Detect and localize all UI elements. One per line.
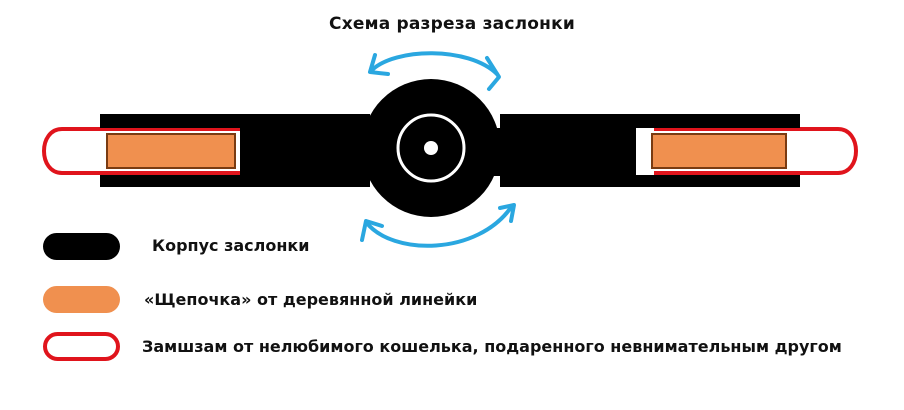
rotation-arrow-bottom-icon <box>360 203 516 248</box>
legend-swatch-body <box>43 233 120 260</box>
diagram-title: Схема разреза заслонки <box>329 14 575 34</box>
axle-ring <box>396 113 466 183</box>
legend-swatch-wood <box>43 286 120 313</box>
right-housing-block <box>490 128 626 176</box>
legend-label-wood: «Щепочка» от деревянной линейки <box>144 290 478 309</box>
legend-swatch-suede <box>43 332 120 361</box>
right-suede-seal <box>654 127 858 175</box>
right-top-rail <box>500 114 800 128</box>
left-top-rail <box>100 114 370 128</box>
left-housing-block <box>250 128 380 176</box>
axle-hole <box>424 141 438 155</box>
left-housing-insert <box>240 128 254 176</box>
right-wood-chip <box>651 133 787 169</box>
legend-label-body: Корпус заслонки <box>152 236 310 255</box>
right-bottom-rail <box>500 175 800 187</box>
legend-label-suede: Замшзам от нелюбимого кошелька, подаренн… <box>142 337 842 356</box>
left-suede-seal <box>42 127 250 175</box>
left-wood-chip <box>106 133 236 169</box>
right-housing-insert <box>622 128 636 176</box>
rotation-arrow-top-icon <box>368 51 501 91</box>
left-bottom-rail <box>100 175 370 187</box>
